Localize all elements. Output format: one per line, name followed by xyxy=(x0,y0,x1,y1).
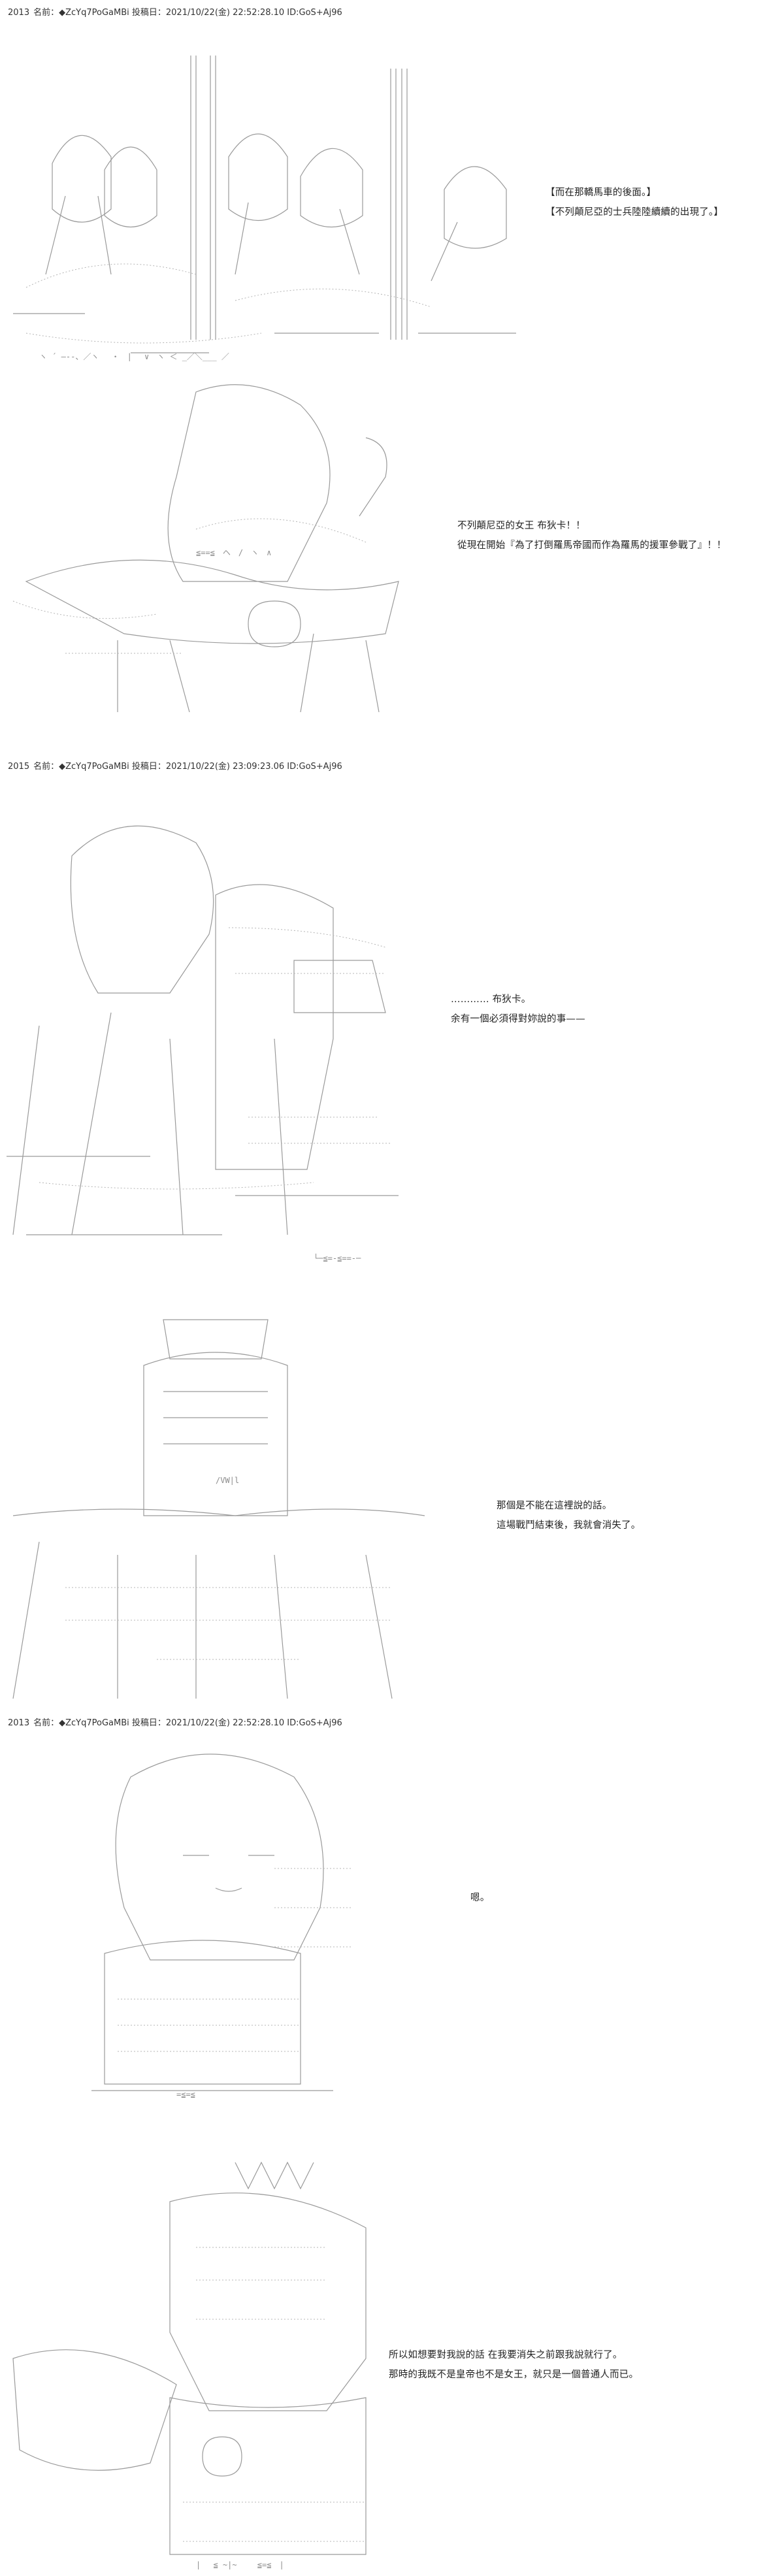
aa-art-boudica-horse: ≦==≦ ヘ / ヽ ∧ xyxy=(12,384,399,713)
aa-art-boudica-talk: /VW|l xyxy=(12,1319,425,1699)
post-number: 2013 xyxy=(8,8,30,18)
dialog-box: 所以如想要對我說的話 在我要消失之前跟我說就行了。 那時的我既不是皇帝也不是女王… xyxy=(389,2345,638,2385)
dialog-line: 【不列顛尼亞的士兵陸陸續續的出現了。】 xyxy=(546,207,724,218)
aa-scene-nero-boudica: └─≦=-≦==-─ ………… 布狄卡。 余有一個必須得對妳說的事—— xyxy=(0,777,784,1300)
aa-art-nero-boudica: └─≦=-≦==-─ xyxy=(7,825,399,1263)
svg-text:/VW|l: /VW|l xyxy=(216,1476,239,1485)
aa-scene-nero-portrait: =≦=≦ 嗯。 xyxy=(0,1738,784,2143)
post-name-label: 名前： xyxy=(33,8,59,18)
dialog-box: ………… 布狄卡。 余有一個必須得對妳說的事—— xyxy=(451,990,585,1029)
dialog-line: 【而在那轎馬車的後面。】 xyxy=(546,187,657,198)
post-name-label: 名前： xyxy=(33,762,59,772)
post-name-label: 名前： xyxy=(33,1718,59,1728)
dialog-line: 從現在開始『為了打倒羅馬帝國而作為羅馬的援軍參戰了』！！ xyxy=(457,540,727,551)
svg-text:=≦=≦: =≦=≦ xyxy=(176,2090,195,2099)
dialog-line: ………… 布狄卡。 xyxy=(451,994,531,1005)
dialog-line: 這場戰鬥結束後，我就會消失了。 xyxy=(497,1520,641,1531)
dialog-line: 所以如想要對我說的話 在我要消失之前跟我說就行了。 xyxy=(389,2350,623,2360)
dialog-line: 余有一個必須得對妳說的事—— xyxy=(451,1014,585,1024)
post-name[interactable]: ◆ZcYq7PoGaMBi xyxy=(59,1718,129,1728)
post-name[interactable]: ◆ZcYq7PoGaMBi xyxy=(59,8,129,18)
dialog-box: 【而在那轎馬車的後面。】 【不列顛尼亞的士兵陸陸續續的出現了。】 xyxy=(546,183,723,222)
post-timestamp: 投稿日：2021/10/22(金) 22:52:28.10 ID:GoS+Aj9… xyxy=(131,1718,342,1728)
aa-art-nero-crown: | ≦ ~|~ ≦=≦ | xyxy=(12,2161,367,2569)
post-name[interactable]: ◆ZcYq7PoGaMBi xyxy=(59,762,129,772)
aa-scene-boudica-talk: /VW|l 那個是不能在這裡說的話。 這場戰鬥結束後，我就會消失了。 xyxy=(0,1307,784,1718)
svg-text:└─≦=-≦==-─: └─≦=-≦==-─ xyxy=(314,1253,361,1263)
svg-text:≦==≦ ヘ / ヽ ∧: ≦==≦ ヘ / ヽ ∧ xyxy=(196,548,271,557)
aa-scene-nero-crown: | ≦ ~|~ ≦=≦ | 所以如想要對我說的話 在我要消失之前跟我說就行了。 … xyxy=(0,2149,784,2576)
aa-scene-soldiers: ヽ ´ ―‐-、／ヽ ・ | ∨ ヽ ＜ _／＼___ ／ 【而在那轎馬車的後面… xyxy=(0,26,784,366)
post-number: 2013 xyxy=(8,1718,30,1728)
svg-text:ヽ ´ ―‐-、／ヽ ・ | ∨ ヽ ＜ _／＼___: ヽ ´ ―‐-、／ヽ ・ | ∨ ヽ ＜ _／＼___ ／ xyxy=(39,352,229,361)
dialog-box: 嗯。 xyxy=(470,1888,489,1908)
svg-text:| ≦ ~|~ ≦=≦ |: | ≦ ~|~ ≦=≦ | xyxy=(196,2560,284,2569)
dialog-line: 不列顛尼亞的女王 布狄卡！！ xyxy=(457,521,585,531)
dialog-box: 不列顛尼亞的女王 布狄卡！！ 從現在開始『為了打倒羅馬帝國而作為羅馬的援軍參戰了… xyxy=(457,516,727,555)
dialog-line: 嗯。 xyxy=(470,1893,490,1903)
post-timestamp: 投稿日：2021/10/22(金) 23:09:23.06 ID:GoS+Aj9… xyxy=(131,762,342,772)
aa-art-soldiers: ヽ ´ ―‐-、／ヽ ・ | ∨ ヽ ＜ _／＼___ ／ xyxy=(13,56,516,361)
post-number: 2015 xyxy=(8,762,30,772)
aa-scene-boudica-horse: ≦==≦ ヘ / ヽ ∧ 不列顛尼亞的女王 布狄卡！！ 從現在開始『為了打倒羅馬… xyxy=(0,366,784,719)
dialog-line: 那時的我既不是皇帝也不是女王，就只是一個普通人而已。 xyxy=(389,2370,639,2380)
dialog-box: 那個是不能在這裡說的話。 這場戰鬥結束後，我就會消失了。 xyxy=(497,1496,641,1535)
aa-art-nero-portrait: =≦=≦ xyxy=(91,1753,353,2099)
dialog-line: 那個是不能在這裡說的話。 xyxy=(497,1501,612,1511)
post-timestamp: 投稿日：2021/10/22(金) 22:52:28.10 ID:GoS+Aj9… xyxy=(131,8,342,18)
